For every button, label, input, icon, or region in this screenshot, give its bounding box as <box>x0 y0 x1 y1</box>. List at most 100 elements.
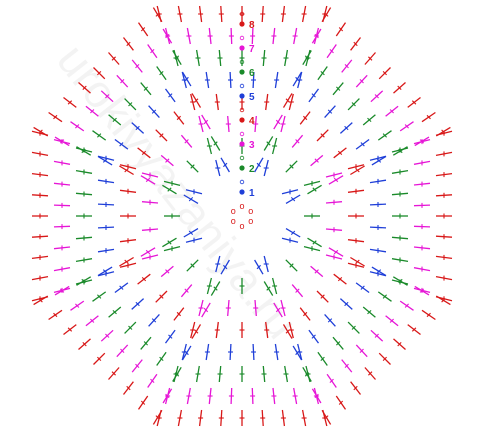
stitch-crossbar <box>102 269 108 274</box>
stitch-crossbar <box>382 133 387 138</box>
stitch-crossbar <box>82 342 87 347</box>
stitch-crossbar <box>411 327 417 332</box>
stitch-crossbar <box>223 162 228 168</box>
stitch-crossbar <box>376 269 382 274</box>
wedge <box>156 5 328 177</box>
stitch-crossbar <box>67 327 73 332</box>
stitch-crossbar <box>419 288 425 293</box>
stitch-crossbar <box>368 371 373 376</box>
stitch-crossbar <box>314 393 319 399</box>
row-label: 6 <box>249 68 255 79</box>
stitch-crossbar <box>367 310 372 315</box>
stitch-crossbar <box>266 141 271 146</box>
stitch-crossbar <box>135 301 140 307</box>
row-dot <box>239 45 245 51</box>
stitch-crossbar <box>398 278 403 284</box>
row-chain-dot <box>239 107 245 113</box>
stitch-crossbar <box>176 115 181 121</box>
stitch-crossbar <box>404 303 409 308</box>
wedge <box>31 130 203 302</box>
stitch-crossbar <box>311 93 316 98</box>
stitch-crossbar <box>38 298 43 303</box>
stitch-crossbar <box>389 318 394 323</box>
row-chain-dot <box>239 59 245 65</box>
stitch-crossbar <box>337 277 343 282</box>
row-chain-dot <box>239 11 245 17</box>
stitch-crossbar <box>360 285 365 290</box>
stitch-crossbar <box>344 301 349 307</box>
stitch-crossbar <box>367 117 372 122</box>
stitch-crossbar <box>311 334 316 339</box>
row-chain-dot <box>239 179 245 185</box>
stitch-crossbar <box>355 168 360 173</box>
stitch-crossbar <box>140 400 146 405</box>
stitch-crossbar <box>111 56 116 61</box>
watermark-text: urokivyazaniya.ru <box>47 34 308 348</box>
stitch-crossbar <box>359 79 364 84</box>
stitch-crossbar <box>312 240 317 245</box>
stitch-crossbar <box>213 141 218 146</box>
stitch-crossbar <box>135 64 140 69</box>
stitch-crossbar <box>344 363 349 368</box>
stitch-crossbar <box>165 158 170 163</box>
stitch-crossbar <box>97 294 102 299</box>
stitch-crossbar <box>105 333 110 338</box>
stitch-crossbar <box>120 348 125 353</box>
stitch-crossbar <box>119 142 124 147</box>
center-chain-mark: o <box>248 206 253 216</box>
stitch-crossbar <box>145 177 151 183</box>
stitch-crossbar <box>398 148 403 154</box>
stitch-crossbar <box>135 363 140 368</box>
stitch-crossbar <box>188 197 194 202</box>
stitch-crossbar <box>135 125 140 131</box>
stitch-crossbar <box>290 197 296 202</box>
stitch-crossbar <box>159 294 164 299</box>
stitch-crossbar <box>333 249 339 255</box>
wedges-group <box>31 5 453 427</box>
wedge <box>254 7 451 204</box>
stitch-crossbar <box>90 109 95 114</box>
stitch-crossbar <box>126 41 131 47</box>
stitch-crossbar <box>75 303 80 308</box>
stitch-crossbar <box>151 109 157 114</box>
stitch-crossbar <box>374 333 379 338</box>
row-dot <box>239 69 245 75</box>
stitch-crossbar <box>82 85 87 90</box>
stitch-crossbar <box>314 158 319 163</box>
stitch-crossbar <box>128 102 133 107</box>
stitch-crossbar <box>128 325 133 330</box>
row-label: 8 <box>249 20 255 31</box>
stitch-crossbar <box>97 71 102 76</box>
stitch-crossbar <box>368 56 373 61</box>
stitch-crossbar <box>320 133 325 138</box>
stitch-crossbar <box>327 109 333 114</box>
row-chain-dot <box>239 35 245 41</box>
stitch-crossbar <box>150 49 155 54</box>
stitch-crossbar <box>150 378 155 383</box>
row-label: 1 <box>249 188 255 199</box>
wedge <box>156 255 328 427</box>
stitch-crossbar <box>338 27 344 32</box>
stitch-crossbar <box>324 415 329 420</box>
stitch-crossbar <box>159 133 164 138</box>
stitch-crossbar <box>184 288 189 293</box>
stitch-crossbar <box>155 12 160 17</box>
stitch-crossbar <box>303 115 308 121</box>
row-label: 4 <box>249 116 255 127</box>
row-dot <box>239 165 245 171</box>
stitch-crossbar <box>275 307 281 313</box>
stitch-crossbar <box>141 150 147 155</box>
stitch-crossbar <box>397 85 402 90</box>
stitch-crossbar <box>426 312 431 318</box>
stitch-crossbar <box>168 93 173 98</box>
stitch-crossbar <box>411 100 417 105</box>
stitch-crossbar <box>141 277 147 282</box>
stitch-crossbar <box>111 371 116 376</box>
row-label: 5 <box>249 92 255 103</box>
center-chain-mark: o <box>248 216 253 226</box>
stitch-crossbar <box>143 341 148 346</box>
stitch-crossbar <box>167 187 172 192</box>
stitch-crossbar <box>314 269 319 274</box>
stitch-crossbar <box>176 311 181 317</box>
